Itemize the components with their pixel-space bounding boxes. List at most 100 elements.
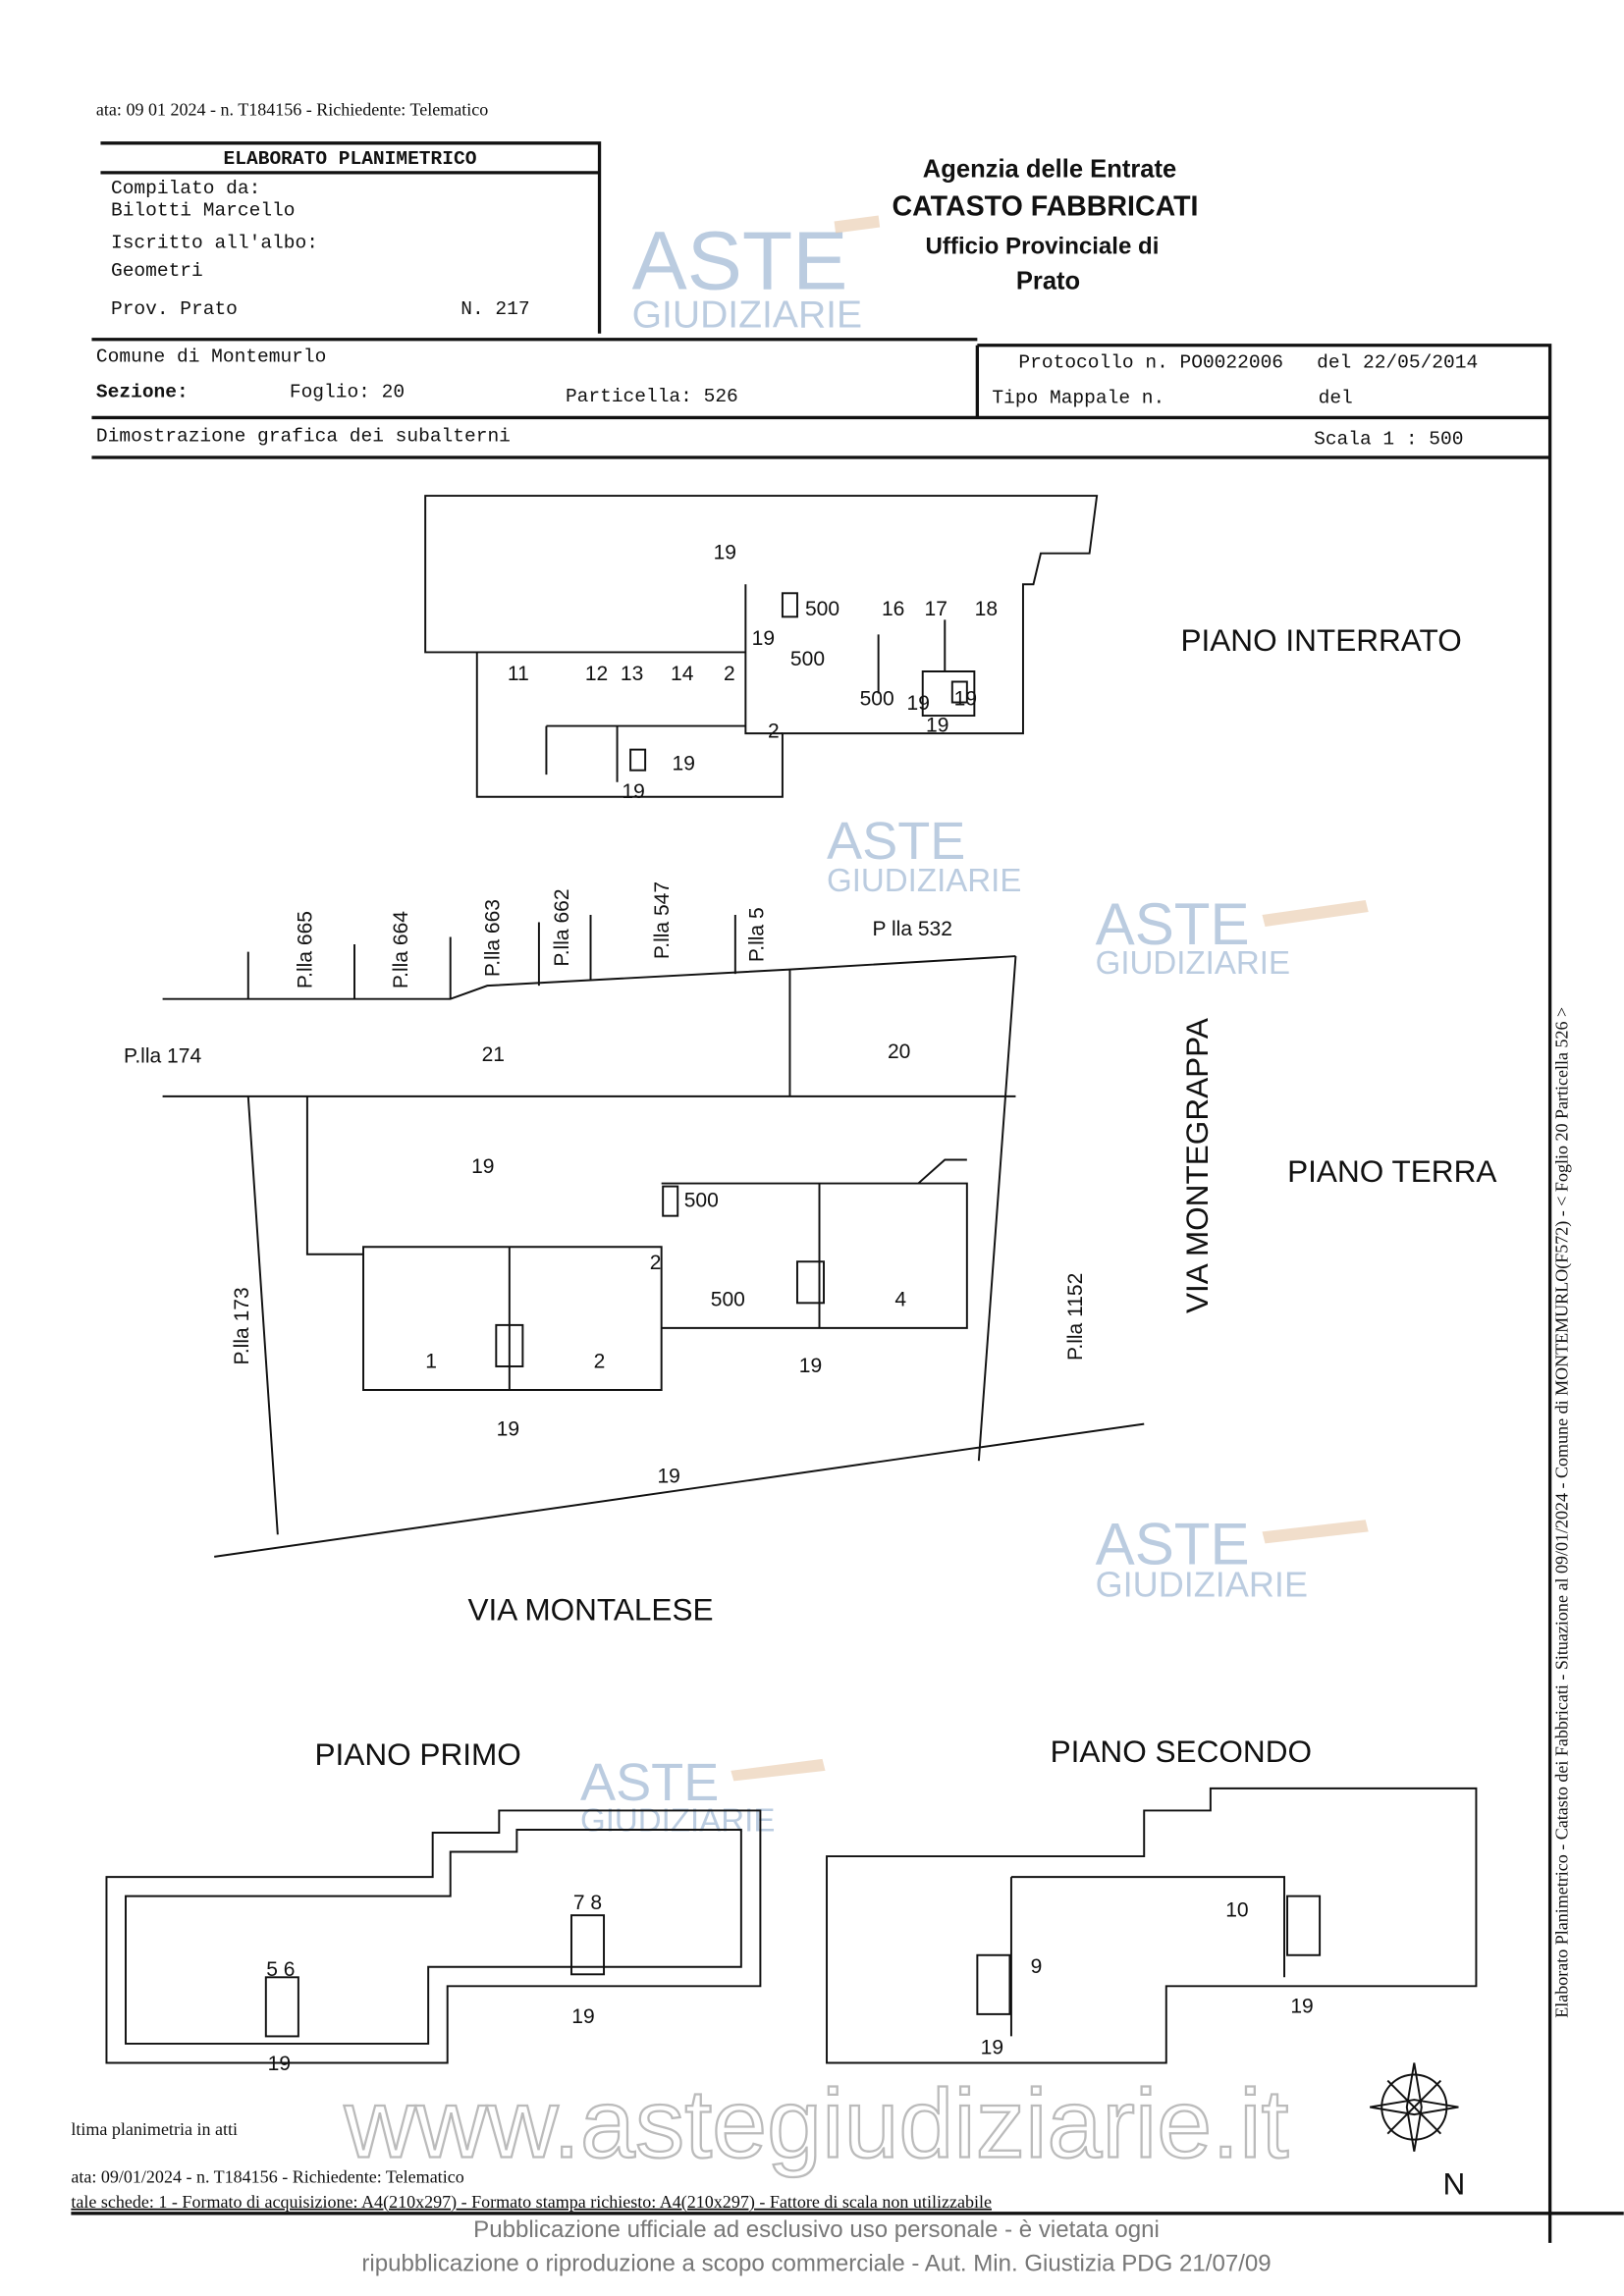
plan-label: 19 (752, 627, 775, 650)
plan-label: 500 (684, 1190, 719, 1212)
plan-label: P.lla 663 (481, 899, 504, 977)
protocollo-date: del 22/05/2014 (1317, 351, 1478, 373)
agency-department: CATASTO FABBRICATI (893, 190, 1199, 222)
plan-label: 16 (882, 598, 904, 620)
plan-label: 19 (571, 2005, 594, 2028)
comune: Comune di Montemurlo (96, 346, 326, 367)
north-label: N (1442, 2165, 1465, 2201)
plan-label: 1 (425, 1350, 437, 1372)
plan-label: 2 (594, 1350, 606, 1372)
albo: Geometri (111, 260, 203, 282)
agency-name: Agenzia delle Entrate (923, 155, 1176, 183)
plan-label: P lla 532 (872, 918, 951, 940)
watermark-giudiziarie-text: GIUDIZIARIE (827, 863, 1021, 899)
plan-label: 2 (724, 663, 735, 685)
footer-schede: tale schede: 1 - Formato di acquisizione… (71, 2192, 992, 2213)
tipo-mappale: Tipo Mappale n. (992, 387, 1164, 408)
plan-label: 9 (1031, 1955, 1043, 1978)
header-request-line: ata: 09 01 2024 - n. T184156 - Richieden… (96, 99, 488, 119)
footer-notice-1: Pubblicazione ufficiale ad esclusivo uso… (473, 2216, 1160, 2243)
side-caption: Elaborato Planimetrico - Catasto dei Fab… (1552, 1007, 1573, 2018)
watermark-url: www.astegiudiziarie.it (343, 2070, 1288, 2179)
plan-label: 19 (926, 715, 948, 737)
plan-label: 7 8 (573, 1892, 602, 1914)
plan-label: 20 (888, 1041, 910, 1063)
plan-label: 500 (860, 688, 894, 711)
plan-label: P.lla 664 (390, 911, 412, 988)
tipo-mappale-date: del (1319, 387, 1353, 408)
footer-notice-2: ripubblicazione o riproduzione a scopo c… (361, 2250, 1271, 2276)
watermark-aste-text: ASTE (1096, 891, 1250, 957)
plan-label: 2 (650, 1252, 662, 1274)
plan-label: 19 (981, 2036, 1003, 2058)
plan-label: 19 (1290, 1995, 1313, 2017)
plan-label: P.lla 665 (294, 911, 316, 988)
dimostrazione: Dimostrazione grafica dei subalterni (96, 425, 511, 447)
street-via-montalese: VIA MONTALESE (467, 1592, 713, 1628)
plan-piano-interrato: 19 500 16 17 18 19 500 11 12 13 14 2 500… (424, 495, 1462, 803)
footer: ltima planimetria in atti ata: 09/01/202… (71, 2119, 1624, 2276)
particella: Particella: 526 (566, 386, 738, 407)
plan-label: 2 (768, 721, 780, 743)
watermark-aste-text: ASTE (1096, 1511, 1250, 1576)
title-piano-primo: PIANO PRIMO (314, 1736, 520, 1772)
document-title: ELABORATO PLANIMETRICO (224, 148, 477, 170)
plan-label: P.lla 547 (651, 881, 674, 959)
plan-label: 4 (894, 1288, 906, 1310)
plan-label: 5 6 (266, 1958, 295, 1981)
foglio: Foglio: 20 (290, 381, 405, 402)
plan-label: 19 (714, 542, 736, 564)
plan-label: 13 (621, 663, 643, 685)
plan-label: 18 (975, 598, 998, 620)
sezione: Sezione: (96, 381, 189, 402)
plan-label: 19 (471, 1155, 494, 1178)
plan-label: 19 (622, 780, 644, 803)
provincia: Prov. Prato (111, 298, 238, 320)
plan-label: 17 (925, 598, 947, 620)
plan-label: 19 (673, 753, 695, 775)
protocollo: Protocollo n. PO0022006 (1018, 351, 1283, 373)
street-via-montegrappa: VIA MONTEGRAPPA (1179, 1018, 1215, 1313)
scale: Scala 1 : 500 (1314, 428, 1463, 450)
plan-label: P.lla 173 (231, 1287, 253, 1364)
watermark-giudiziarie-text: GIUDIZIARIE (580, 1802, 775, 1839)
title-piano-secondo: PIANO SECONDO (1051, 1734, 1312, 1769)
plan-label: 12 (585, 663, 608, 685)
compilato-name: Bilotti Marcello (111, 199, 296, 221)
plan-label: P.lla 174 (124, 1044, 201, 1067)
plan-piano-terra: P.lla 665 P.lla 664 P.lla 663 P.lla 662 … (124, 881, 1496, 1628)
watermark-giudiziarie-text: GIUDIZIARIE (1096, 945, 1290, 982)
iscritto-label: Iscritto all'albo: (111, 233, 318, 254)
plan-label: 19 (907, 692, 930, 715)
watermark-giudiziarie-text: GIUDIZIARIE (632, 294, 862, 337)
compilato-label: Compilato da: (111, 178, 260, 199)
plan-label: 19 (497, 1418, 519, 1441)
plan-piano-secondo: PIANO SECONDO 10 9 19 19 (826, 1734, 1478, 2064)
plan-label: P.lla 1152 (1064, 1273, 1087, 1361)
plan-label: 11 (508, 663, 529, 685)
plan-label: 21 (482, 1043, 505, 1066)
agency-office: Ufficio Provinciale di (926, 234, 1160, 260)
plan-label: 19 (954, 688, 977, 711)
plan-piano-primo: PIANO PRIMO 5 6 7 8 19 19 (105, 1736, 762, 2075)
plan-label: 500 (805, 598, 839, 620)
title-piano-terra: PIANO TERRA (1287, 1153, 1496, 1189)
title-box: ELABORATO PLANIMETRICO Compilato da: Bil… (100, 141, 602, 334)
agency-city: Prato (1016, 268, 1080, 295)
watermark-aste-text: ASTE (632, 215, 848, 307)
plan-label: 500 (790, 648, 825, 670)
compass-rose-icon: N (1370, 2062, 1465, 2201)
watermark-aste-text: ASTE (580, 1753, 719, 1812)
plan-label: 10 (1225, 1899, 1248, 1922)
plan-label: P.lla 5 (745, 907, 768, 962)
watermark-aste-text: ASTE (827, 812, 965, 871)
watermark-giudiziarie-text: GIUDIZIARIE (1096, 1564, 1308, 1604)
plan-label: 19 (657, 1466, 679, 1488)
title-piano-interrato: PIANO INTERRATO (1180, 622, 1461, 658)
watermark-aste-header: ASTE GIUDIZIARIE (632, 215, 881, 337)
plan-label: P.lla 662 (551, 888, 573, 966)
